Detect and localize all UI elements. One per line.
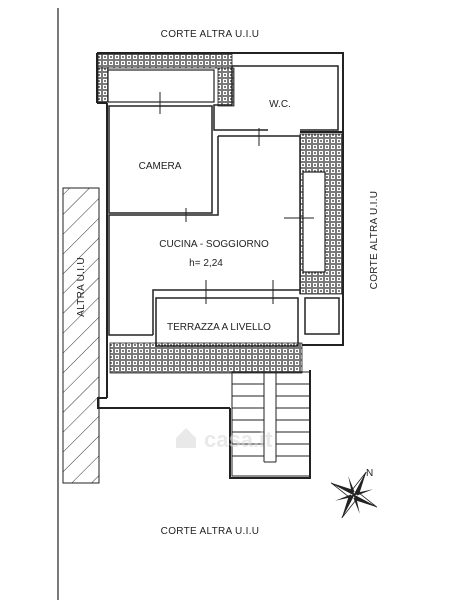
label-top: CORTE ALTRA U.I.U [161, 29, 260, 40]
room-label-wc: W.C. [269, 99, 291, 110]
terrace-area [155, 297, 340, 347]
kitchen-room [108, 135, 301, 336]
camera-room [108, 105, 213, 214]
top-niche [107, 69, 215, 103]
brick-wall-bottom [109, 342, 303, 374]
room-label-cucina: CUCINA - SOGGIORNO [159, 239, 269, 250]
staircase [231, 371, 311, 477]
label-right: CORTE ALTRA U.I.U [369, 191, 380, 290]
house-icon [176, 428, 196, 448]
brick-wall-top-right [217, 67, 235, 107]
room-height-label: h= 2,24 [189, 258, 223, 269]
compass-rose [330, 471, 378, 519]
label-bottom: CORTE ALTRA U.I.U [161, 526, 260, 537]
label-left: ALTRA U.I.U [76, 257, 87, 317]
brick-wall-top [97, 53, 233, 69]
neighbour-unit-hatched [62, 187, 100, 484]
watermark: casa.it [176, 427, 273, 452]
door-marks [159, 92, 314, 304]
room-label-camera: CAMERA [139, 161, 182, 172]
brick-wall-top-left [97, 67, 109, 103]
wc-room [213, 65, 339, 131]
right-niche [302, 171, 326, 273]
compass-north-label: N [366, 468, 374, 479]
watermark-text: casa.it [204, 427, 273, 452]
room-label-terrazza: TERRAZZA A LIVELLO [167, 322, 271, 333]
